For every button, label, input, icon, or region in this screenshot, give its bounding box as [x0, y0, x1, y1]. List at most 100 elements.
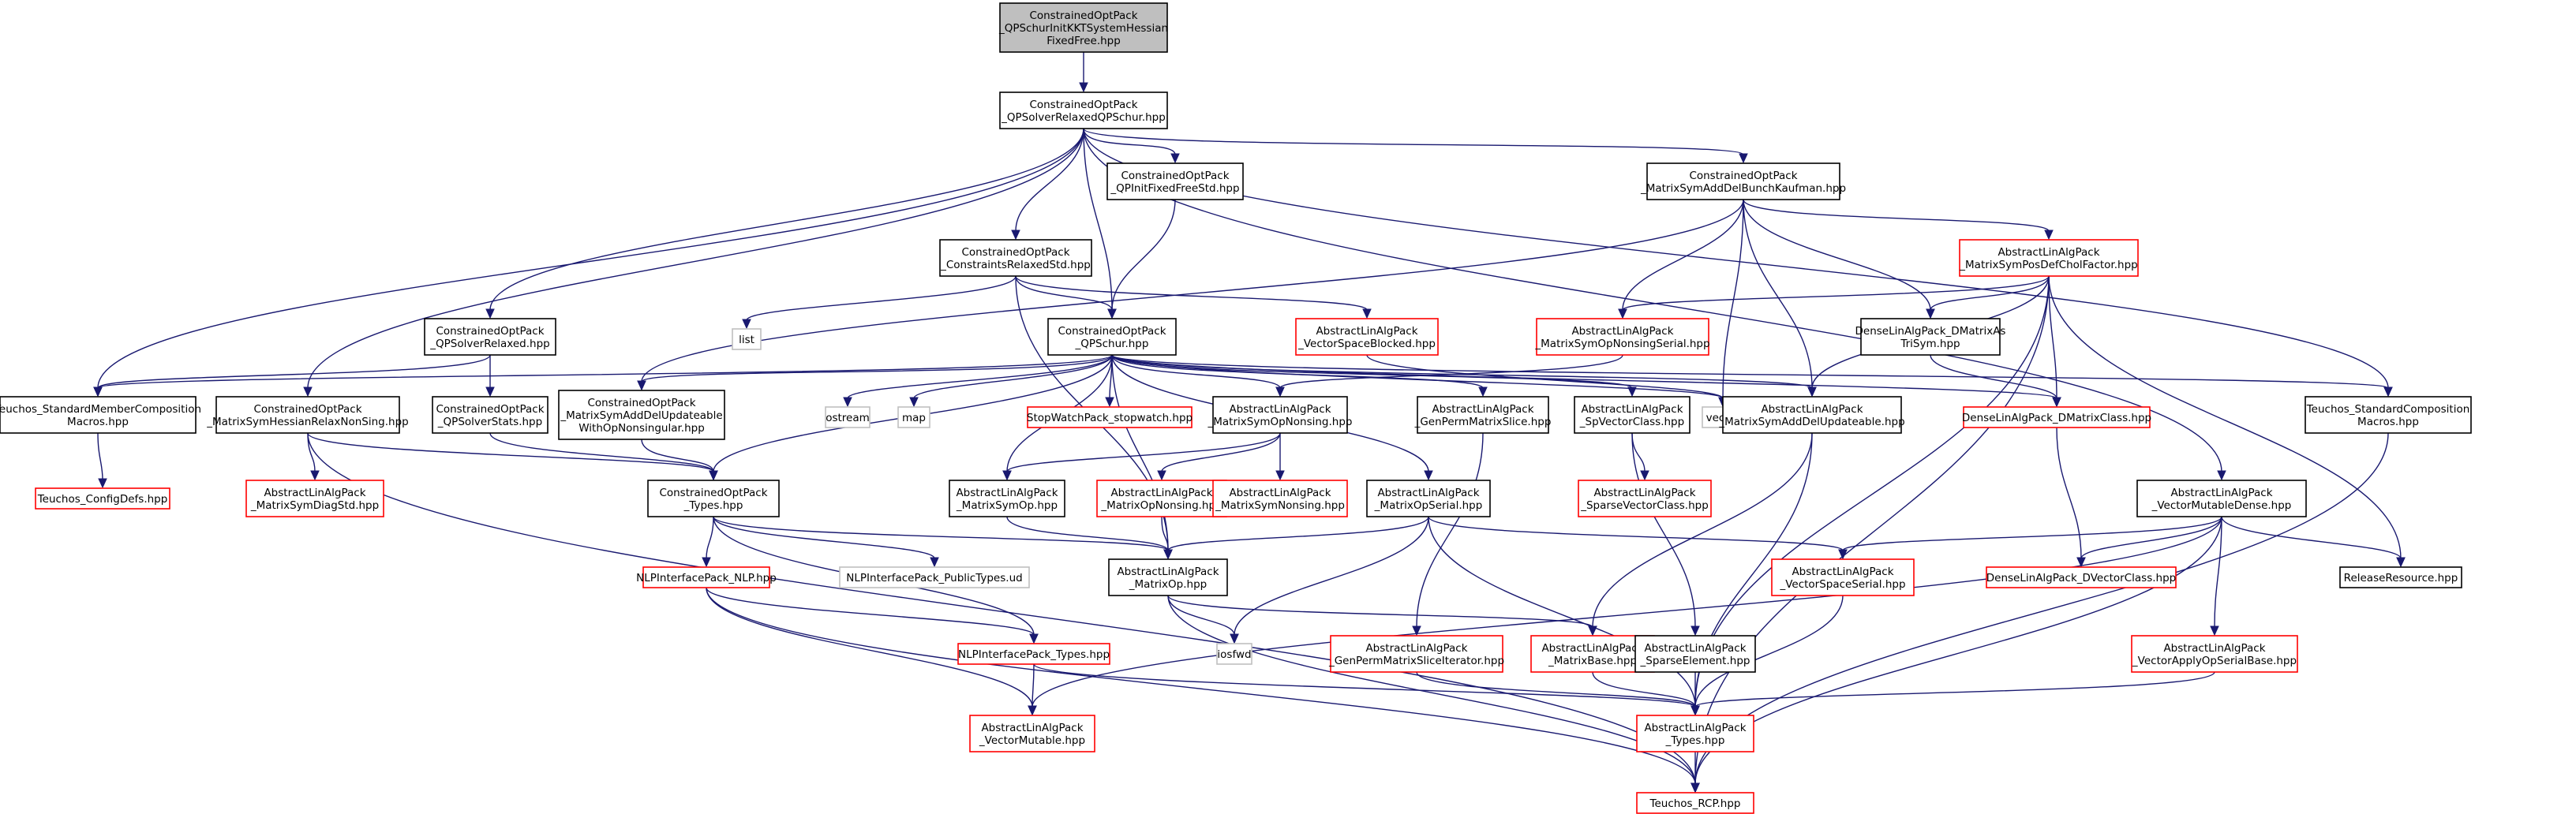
node-vec-apply-op[interactable]: AbstractLinAlgPack_VectorApplyOpSerialBa…: [2131, 635, 2298, 673]
edge-qpschur-to-std_comp: [1111, 354, 2393, 398]
edge-line: [706, 587, 1035, 636]
node-dvector-class[interactable]: DenseLinAlgPack_DVectorClass.hpp: [1986, 566, 2177, 588]
edge-line: [97, 432, 103, 480]
node-pos-def-chol[interactable]: AbstractLinAlgPack_MatrixSymPosDefCholFa…: [1959, 239, 2139, 277]
node-sym-op-nonsing[interactable]: AbstractLinAlgPack_MatrixSymOpNonsing.hp…: [1208, 396, 1353, 434]
node-op-serial[interactable]: AbstractLinAlgPack_MatrixOpSerial.hpp: [1366, 480, 1491, 517]
node-label-line: AbstractLinAlgPack: [1593, 487, 1695, 499]
node-label-line: _VectorApplyOpSerialBase.hpp: [2132, 655, 2297, 667]
arrowhead-icon: [1838, 549, 1848, 560]
edge-vec_apply_op-to-alap_types: [1690, 671, 2215, 716]
arrowhead-icon: [1478, 386, 1488, 398]
node-rcp[interactable]: Teuchos_RCP.hpp: [1636, 792, 1754, 814]
node-sym-op[interactable]: AbstractLinAlgPack_MatrixSymOp.hpp: [949, 480, 1065, 517]
node-matrix-base[interactable]: AbstractLinAlgPack_MatrixBase.hpp: [1530, 635, 1655, 673]
node-sym-op-nonsing-serial[interactable]: AbstractLinAlgPack_MatrixSymOpNonsingSer…: [1534, 318, 1710, 356]
edge-sp_vector_class-to-sparse_element: [1631, 432, 1700, 637]
arrowhead-icon: [93, 386, 103, 398]
edge-line: [1161, 516, 1169, 551]
node-nlp[interactable]: NLPInterfacePack_NLP.hpp: [636, 566, 777, 588]
node-box: [1047, 318, 1177, 356]
node-init-fixed[interactable]: ConstrainedOptPack_QPInitFixedFreeStd.hp…: [1106, 162, 1244, 200]
node-stopwatch[interactable]: StopWatchPack_stopwatch.hpp: [1027, 406, 1193, 428]
node-vs-serial[interactable]: AbstractLinAlgPack_VectorSpaceSerial.hpp: [1771, 558, 1915, 596]
arrowhead-icon: [1412, 625, 1421, 637]
node-qpsolver-stats[interactable]: ConstrainedOptPack_QPSolverStats.hpp: [432, 396, 549, 434]
edge-relaxed_schur-to-hessian_relax: [303, 128, 1084, 398]
edge-line: [1631, 432, 1646, 472]
node-label-line: _MatrixSymOp.hpp: [956, 499, 1058, 512]
node-std-member-comp[interactable]: Teuchos_StandardMemberCompositionMacros.…: [0, 396, 201, 434]
node-label-line: _QPSolverRelaxedQPSchur.hpp: [1001, 111, 1166, 124]
node-symadd-upd[interactable]: AbstractLinAlgPack_MatrixSymAddDelUpdate…: [1718, 396, 1905, 434]
edge-line: [641, 199, 1744, 383]
node-label-line: _MatrixSymAddDelUpdateable: [560, 409, 722, 422]
node-gen-perm-slice[interactable]: AbstractLinAlgPack_GenPermMatrixSlice.hp…: [1414, 396, 1552, 434]
node-box: [732, 328, 762, 350]
node-matrix-op[interactable]: AbstractLinAlgPack_MatrixOp.hpp: [1108, 558, 1228, 596]
node-release-resource[interactable]: ReleaseResource.hpp: [2339, 566, 2462, 588]
arrowhead-icon: [310, 470, 320, 481]
edge-line: [713, 516, 1169, 551]
node-box: [642, 566, 770, 588]
edge-vec_mut_dense-to-vec_apply_op: [2210, 516, 2222, 637]
node-relaxed-schur[interactable]: ConstrainedOptPack_QPSolverRelaxedQPSchu…: [999, 91, 1168, 129]
node-sym-nonsing[interactable]: AbstractLinAlgPack_MatrixSymNonsing.hpp: [1212, 480, 1348, 517]
node-alap-types[interactable]: AbstractLinAlgPack_Types.hpp: [1636, 715, 1754, 752]
node-config-defs[interactable]: Teuchos_ConfigDefs.hpp: [35, 487, 170, 510]
edge-line: [1033, 663, 1696, 708]
node-constraints-relaxed[interactable]: ConstrainedOptPack_ConstraintsRelaxedStd…: [939, 239, 1092, 277]
node-sparse-element[interactable]: AbstractLinAlgPack_SparseElement.hpp: [1634, 635, 1756, 673]
node-dmatrix-class[interactable]: DenseLinAlgPack_DMatrixClass.hpp: [1962, 406, 2151, 428]
edge-line: [489, 432, 714, 472]
node-vec-mut-dense[interactable]: AbstractLinAlgPack_VectorMutableDense.hp…: [2136, 480, 2307, 517]
node-label-line: map: [902, 412, 926, 424]
edge-line: [1015, 275, 1368, 311]
node-op-nonsing[interactable]: AbstractLinAlgPack_MatrixOpNonsing.hpp: [1096, 480, 1227, 517]
edge-root-to-relaxed_schur: [1079, 52, 1088, 93]
node-vec-mutable[interactable]: AbstractLinAlgPack_VectorMutable.hpp: [969, 715, 1095, 752]
node-sp-vector-class[interactable]: AbstractLinAlgPack_SpVectorClass.hpp: [1574, 396, 1690, 434]
edge-pos_def_chol-to-dmatrix_class: [2048, 275, 2061, 408]
node-qpschur[interactable]: ConstrainedOptPack_QPSchur.hpp: [1047, 318, 1177, 356]
edge-line: [1428, 516, 1696, 708]
node-vs-blocked[interactable]: AbstractLinAlgPack_VectorSpaceBlocked.hp…: [1295, 318, 1439, 356]
edge-line: [913, 354, 1113, 399]
node-box: [1959, 239, 2139, 277]
node-label-line: AbstractLinAlgPack: [1644, 722, 1746, 734]
node-label-line: _SparseVectorClass.hpp: [1580, 499, 1709, 512]
node-gen-perm-iter[interactable]: AbstractLinAlgPack_GenPermMatrixSliceIte…: [1328, 635, 1504, 673]
edge-line: [1366, 354, 1724, 399]
node-hessian-relax[interactable]: ConstrainedOptPack_MatrixSymHessianRelax…: [206, 396, 409, 434]
node-box: [1027, 406, 1193, 428]
node-box: [999, 2, 1168, 53]
node-box: [215, 396, 400, 434]
node-copt-types[interactable]: ConstrainedOptPack_Types.hpp: [647, 480, 780, 517]
arrowhead-icon: [1230, 633, 1239, 644]
edge-line: [1743, 199, 1931, 311]
node-label-line: _VectorSpaceSerial.hpp: [1779, 578, 1905, 591]
node-qpsolver-relaxed[interactable]: ConstrainedOptPack_QPSolverRelaxed.hpp: [424, 318, 556, 356]
node-sparse-vector-class[interactable]: AbstractLinAlgPack_SparseVectorClass.hpp: [1578, 480, 1712, 517]
arrowhead-icon: [2052, 397, 2061, 408]
node-label-line: _QPSchurInitKKTSystemHessian: [998, 22, 1168, 35]
node-symadd-upd-nonsing[interactable]: ConstrainedOptPack_MatrixSymAddDelUpdate…: [558, 390, 725, 440]
edge-line: [1694, 275, 2050, 785]
edge-line: [1032, 663, 1035, 708]
edge-op_serial-to-iosfwd: [1230, 516, 1429, 644]
node-nlp-types[interactable]: NLPInterfacePack_Types.hpp: [957, 643, 1110, 665]
node-box: [2305, 396, 2472, 434]
node-label-line: WithOpNonsingular.hpp: [578, 422, 705, 435]
node-label-line: AbstractLinAlgPack: [1432, 403, 1533, 416]
edge-line: [1111, 354, 2057, 399]
node-label-line: AbstractLinAlgPack: [2170, 487, 2272, 499]
edge-constraints_relaxed-to-vs_blocked: [1015, 275, 1372, 319]
arrowhead-icon: [98, 478, 107, 489]
node-symadd-bk[interactable]: ConstrainedOptPack_MatrixSymAddDelBunchK…: [1640, 162, 1846, 200]
node-root[interactable]: ConstrainedOptPack_QPSchurInitKKTSystemH…: [998, 2, 1168, 53]
edge-sym_op_nonsing-to-sym_nonsing: [1275, 433, 1285, 481]
edge-symadd_upd_nonsing-to-copt_types: [641, 439, 718, 481]
node-sym-diag-std[interactable]: AbstractLinAlgPack_MatrixSymDiagStd.hpp: [245, 480, 384, 517]
